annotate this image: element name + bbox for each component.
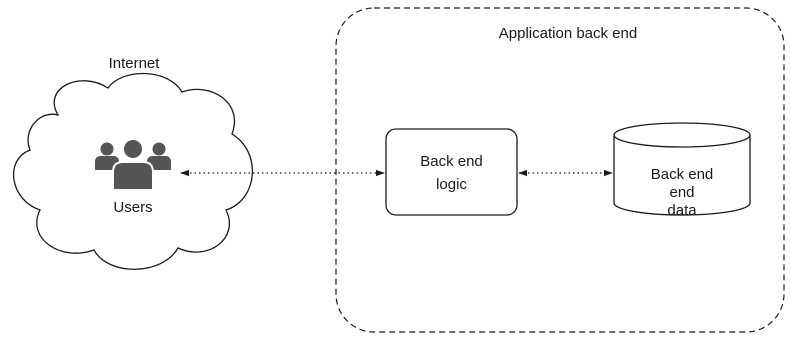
backend-boundary-label: Application back end (499, 25, 637, 42)
backend-logic-label-line2: logic (436, 176, 467, 193)
backend-data-label-line1: Back end (651, 166, 714, 183)
users-label: Users (113, 199, 152, 216)
internet-label: Internet (109, 55, 161, 72)
backend-data-label-line2: end (669, 184, 694, 201)
backend-logic-box: Back end logic (385, 128, 518, 216)
users-group-icon (95, 138, 171, 191)
backend-data-label-line3: data (667, 202, 697, 219)
backend-logic-label-line1: Back end (420, 153, 483, 170)
backend-data-store: Back end end data (613, 122, 751, 219)
